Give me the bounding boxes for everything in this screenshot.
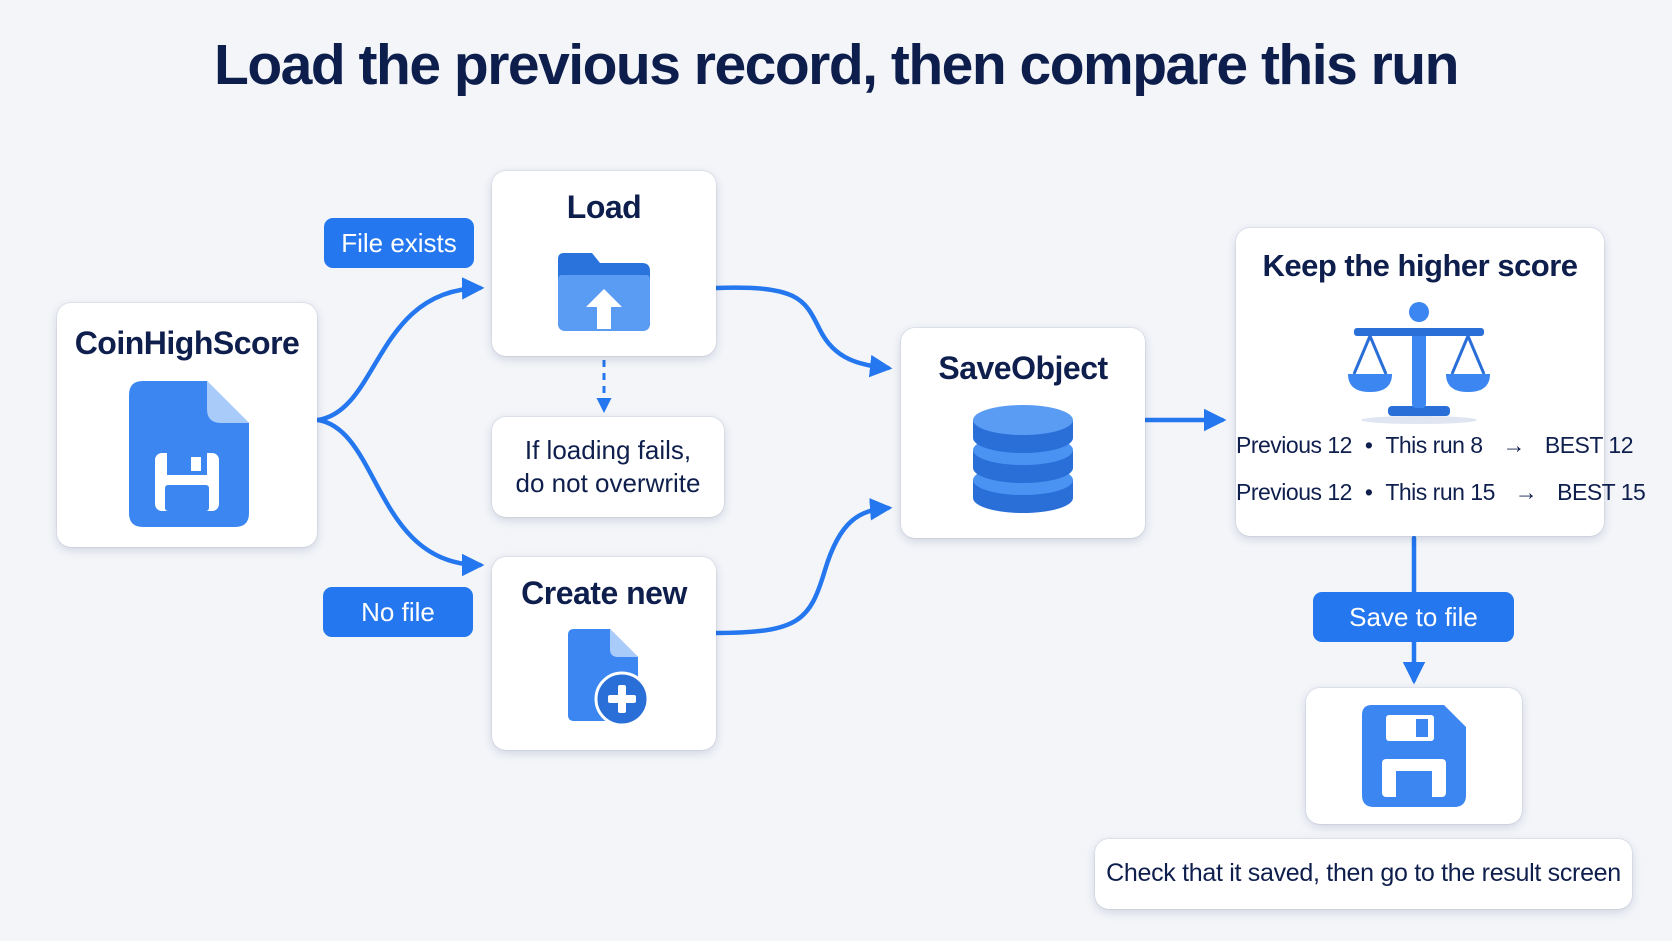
- load-card: Load: [492, 171, 716, 356]
- source-title: CoinHighScore: [74, 325, 300, 361]
- edge-create-to-saveobject: [713, 498, 893, 636]
- edge-source-to-create: [315, 417, 485, 577]
- create-title: Create new: [521, 575, 687, 611]
- load-fail-note-line2: do not overwrite: [515, 468, 701, 498]
- balance-scale-icon: [1348, 302, 1490, 424]
- edge-source-to-load: [315, 277, 485, 423]
- row1-previous: Previous 12: [1236, 432, 1352, 458]
- load-fail-note-line1: If loading fails,: [524, 435, 692, 465]
- file-exists-label: File exists: [324, 218, 474, 268]
- floppy-disk-icon: [1362, 705, 1466, 807]
- row2-previous: Previous 12: [1236, 479, 1352, 505]
- row2-separator: •: [1364, 479, 1373, 505]
- no-file-label: No file: [323, 587, 473, 637]
- final-note-text: Check that it saved, then go to the resu…: [1106, 859, 1621, 887]
- load-fail-note-card: If loading fails, do not overwrite: [492, 417, 724, 517]
- save-to-file-label: Save to file: [1313, 592, 1514, 642]
- source-card: CoinHighScore: [57, 303, 317, 547]
- row1-this-run: This run 8: [1385, 432, 1483, 458]
- row2-best: BEST 15: [1557, 479, 1646, 505]
- row1-arrow: →: [1502, 432, 1525, 458]
- row1-best: BEST 12: [1544, 432, 1634, 458]
- compare-row: Previous 12 • This run 8 → BEST 12: [1236, 432, 1634, 459]
- final-note-card: Check that it saved, then go to the resu…: [1095, 839, 1632, 909]
- row1-separator: •: [1364, 432, 1373, 458]
- folder-upload-icon: [558, 253, 650, 331]
- database-icon: [973, 405, 1073, 513]
- compare-row: Previous 12 • This run 15 → BEST 15: [1236, 479, 1646, 506]
- edge-load-to-saveobject: [713, 285, 893, 378]
- create-card: Create new: [492, 557, 716, 750]
- compare-title: Keep the higher score: [1262, 248, 1578, 283]
- saveobject-title: SaveObject: [938, 350, 1108, 386]
- compare-card: Keep the higher score Previous 12 • This…: [1236, 228, 1646, 536]
- row2-arrow: →: [1514, 479, 1538, 505]
- new-file-icon: [568, 629, 650, 727]
- page-title: Load the previous record, then compare t…: [214, 33, 1459, 97]
- save-disk-card: [1306, 688, 1522, 824]
- row2-this-run: This run 15: [1385, 479, 1495, 505]
- save-file-icon: [129, 381, 249, 527]
- load-title: Load: [566, 189, 642, 225]
- saveobject-card: SaveObject: [901, 328, 1145, 538]
